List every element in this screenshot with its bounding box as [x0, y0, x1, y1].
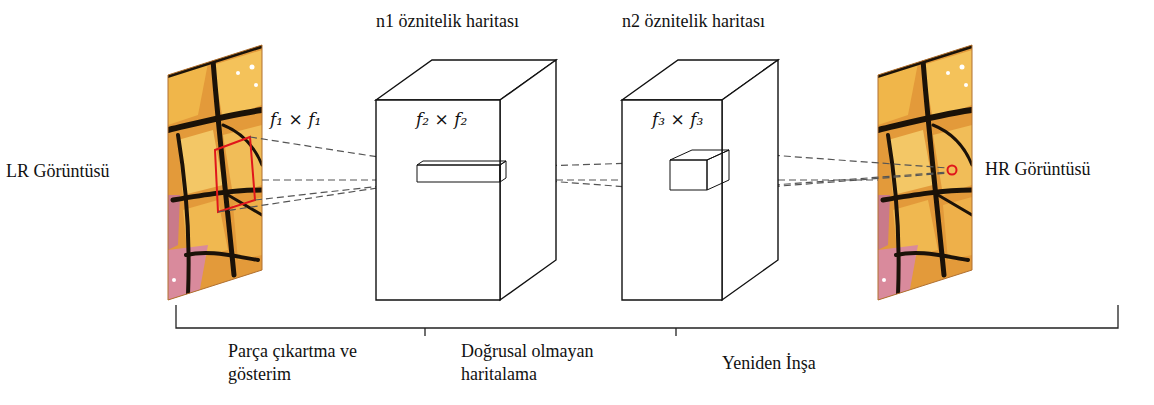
dashed-connector: [262, 179, 376, 180]
feature-map-block: n1 öznitelik haritasıf₂ × f₂: [376, 60, 556, 300]
image-label: HR Görüntüsü: [985, 158, 1091, 180]
block-heading: n2 öznitelik haritası: [622, 10, 765, 32]
dashed-connector: [556, 179, 622, 180]
stage-label: Yeniden İnşa: [722, 352, 882, 375]
filter-size: f₂ × f₂: [416, 108, 467, 130]
filter-size: f₃ × f₃: [652, 108, 703, 130]
hr-image: [878, 45, 972, 300]
pixel-marker: [948, 166, 957, 175]
lr-image: [168, 45, 262, 300]
lr-image-node: LR Görüntüsüf₁ × f₁: [168, 45, 262, 300]
patch-marker: [215, 137, 255, 212]
stage-label: Parça çıkartma ve gösterim: [228, 340, 368, 386]
feature-map-block: n2 öznitelik haritasıf₃ × f₃: [622, 60, 778, 300]
block-heading: n1 öznitelik haritası: [376, 10, 519, 32]
stage-label: Doğrusal olmayan haritalama: [461, 340, 611, 386]
stage-bracket: [176, 305, 1118, 336]
cuboid-outline: [376, 60, 556, 300]
image-label: LR Görüntüsü: [6, 160, 110, 182]
dashed-connector: [778, 179, 878, 180]
projection-lines: [218, 137, 948, 212]
hr-image-node: HR Görüntüsü: [878, 45, 975, 300]
filter-size: f₁ × f₁: [270, 108, 321, 130]
cuboid-outline: [622, 60, 778, 300]
